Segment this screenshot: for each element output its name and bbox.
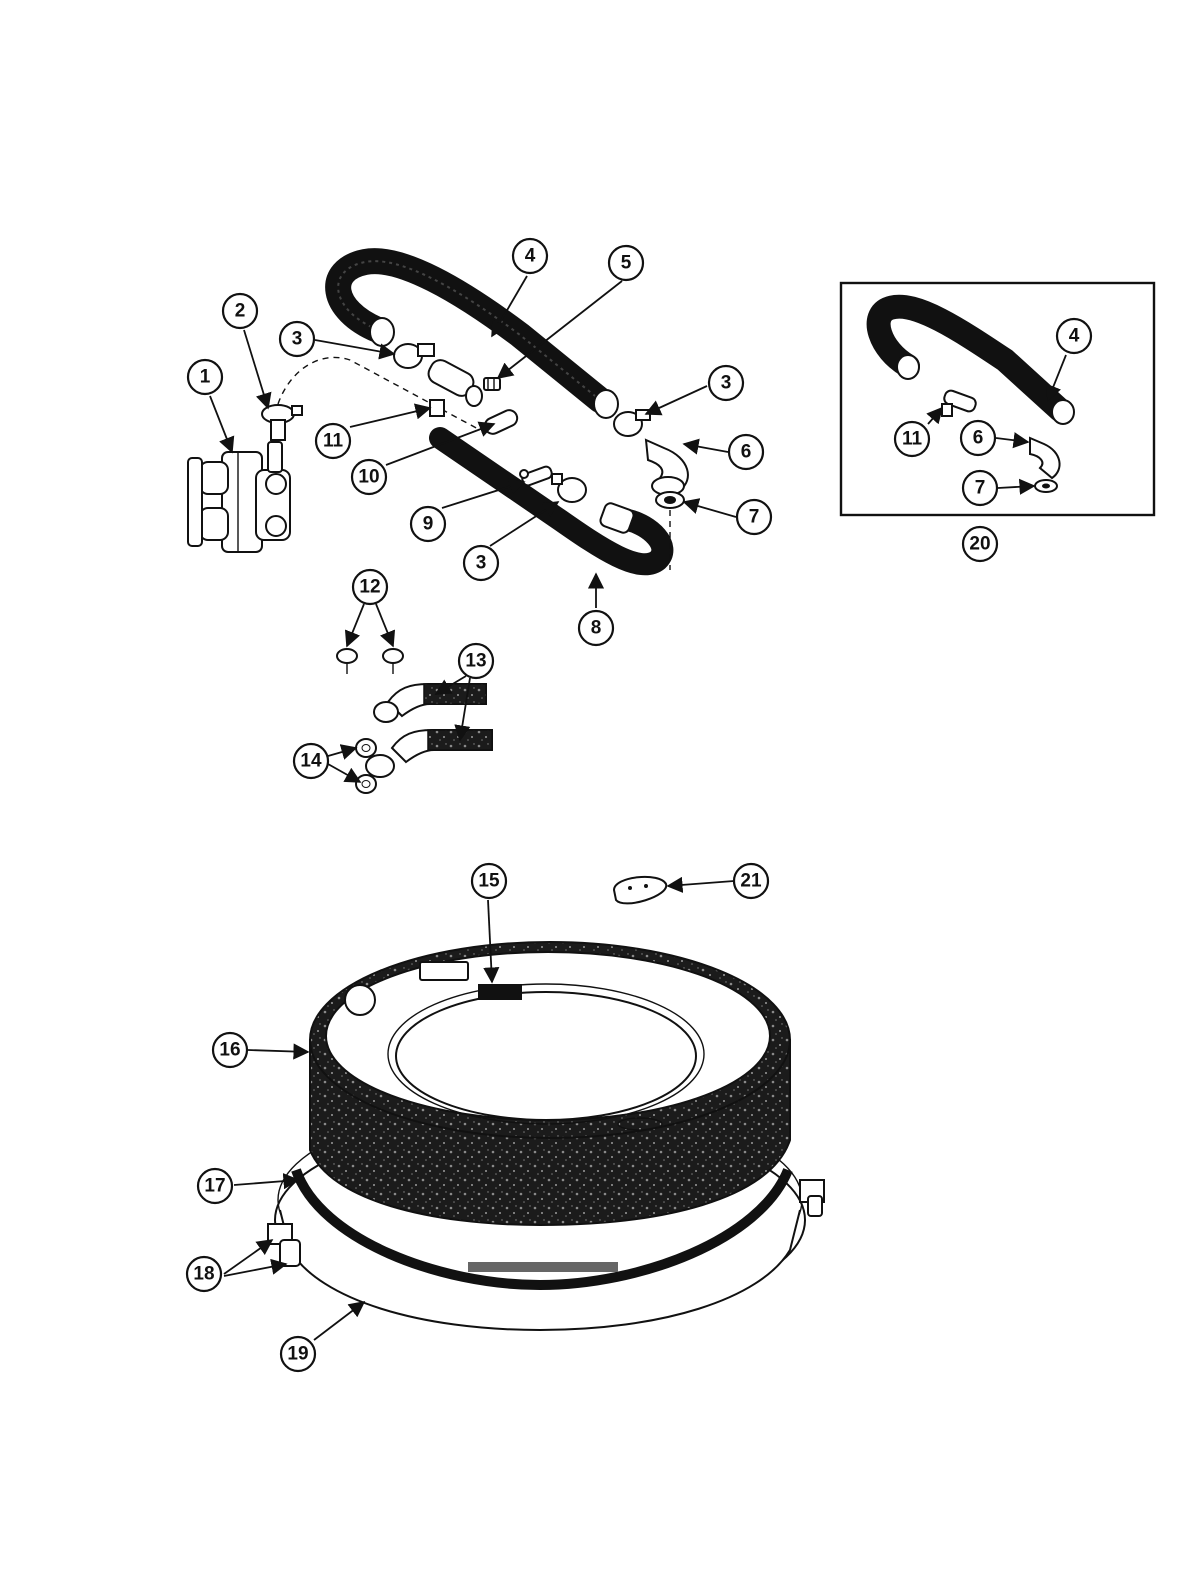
- svg-text:3: 3: [292, 329, 303, 350]
- callout-3-right: 3: [707, 364, 745, 402]
- callout-4: 4: [511, 237, 549, 275]
- kit-callout-6: 6: [959, 419, 997, 457]
- svg-text:18: 18: [193, 1264, 214, 1285]
- callout-2: 2: [221, 292, 259, 330]
- callout-17: 17: [196, 1167, 234, 1205]
- svg-text:2: 2: [235, 301, 246, 322]
- svg-text:7: 7: [975, 478, 986, 499]
- callout-12: 12: [351, 568, 389, 606]
- svg-text:16: 16: [219, 1040, 240, 1061]
- svg-text:11: 11: [902, 429, 923, 450]
- small-connector-part: [483, 377, 501, 391]
- elbow-part: [644, 438, 689, 496]
- callout-9: 9: [409, 505, 447, 543]
- kit-box: [839, 281, 1156, 517]
- svg-text:4: 4: [1069, 326, 1080, 347]
- clamp-part-upper-left: [393, 343, 435, 369]
- svg-text:15: 15: [478, 871, 500, 892]
- check-valve-part: [519, 465, 553, 487]
- kit-callout-20: 20: [961, 525, 999, 563]
- grommet-part: [655, 491, 685, 570]
- screws-part: [336, 648, 404, 674]
- callout-14: 14: [292, 742, 330, 780]
- svg-text:10: 10: [358, 467, 379, 488]
- hose-clamp-part: [261, 404, 303, 441]
- callout-16: 16: [211, 1031, 249, 1069]
- washers-part: [355, 738, 377, 794]
- svg-text:21: 21: [740, 871, 762, 892]
- svg-text:17: 17: [204, 1176, 225, 1197]
- callout-21: 21: [732, 862, 770, 900]
- water-valve-part: [187, 441, 291, 553]
- kit-callout-7: 7: [961, 469, 999, 507]
- callout-15: 15: [470, 862, 508, 900]
- svg-text:1: 1: [200, 367, 211, 388]
- svg-text:6: 6: [741, 442, 752, 463]
- svg-text:3: 3: [476, 553, 487, 574]
- callout-11: 11: [314, 422, 352, 460]
- svg-text:14: 14: [300, 751, 322, 772]
- clamp-part-right: [613, 409, 651, 437]
- leader-lines: [209, 275, 1067, 1341]
- callout-3-lower: 3: [462, 544, 500, 582]
- callout-5: 5: [607, 244, 645, 282]
- tee-fitting-part: [427, 359, 483, 417]
- callout-13: 13: [457, 642, 495, 680]
- svg-text:9: 9: [423, 514, 434, 535]
- clamp-part-lower: [551, 473, 587, 503]
- kit-callout-4: 4: [1055, 317, 1093, 355]
- badge-part: [612, 875, 668, 905]
- svg-text:13: 13: [465, 651, 486, 672]
- callout-8: 8: [577, 609, 615, 647]
- callout-6: 6: [727, 433, 765, 471]
- fill-hose-part: [325, 248, 619, 419]
- svg-text:7: 7: [749, 507, 760, 528]
- svg-text:20: 20: [969, 534, 990, 555]
- callout-1: 1: [186, 358, 224, 396]
- svg-text:3: 3: [721, 373, 732, 394]
- svg-text:11: 11: [323, 431, 344, 452]
- svg-text:6: 6: [973, 428, 984, 449]
- drain-hose-part: [429, 427, 674, 576]
- svg-text:19: 19: [287, 1344, 308, 1365]
- svg-text:4: 4: [525, 246, 536, 267]
- callout-7: 7: [735, 498, 773, 536]
- tube-connector-part: [483, 409, 519, 435]
- callout-18: 18: [185, 1255, 223, 1293]
- callout-10: 10: [350, 458, 388, 496]
- kit-callout-11: 11: [893, 420, 931, 458]
- callout-3-upper: 3: [278, 320, 316, 358]
- callout-19: 19: [279, 1335, 317, 1373]
- tub-cover-part: [309, 941, 791, 1227]
- inlet-hoses-part: [365, 683, 493, 778]
- svg-text:8: 8: [591, 618, 602, 639]
- svg-text:5: 5: [621, 253, 632, 274]
- svg-text:12: 12: [359, 577, 380, 598]
